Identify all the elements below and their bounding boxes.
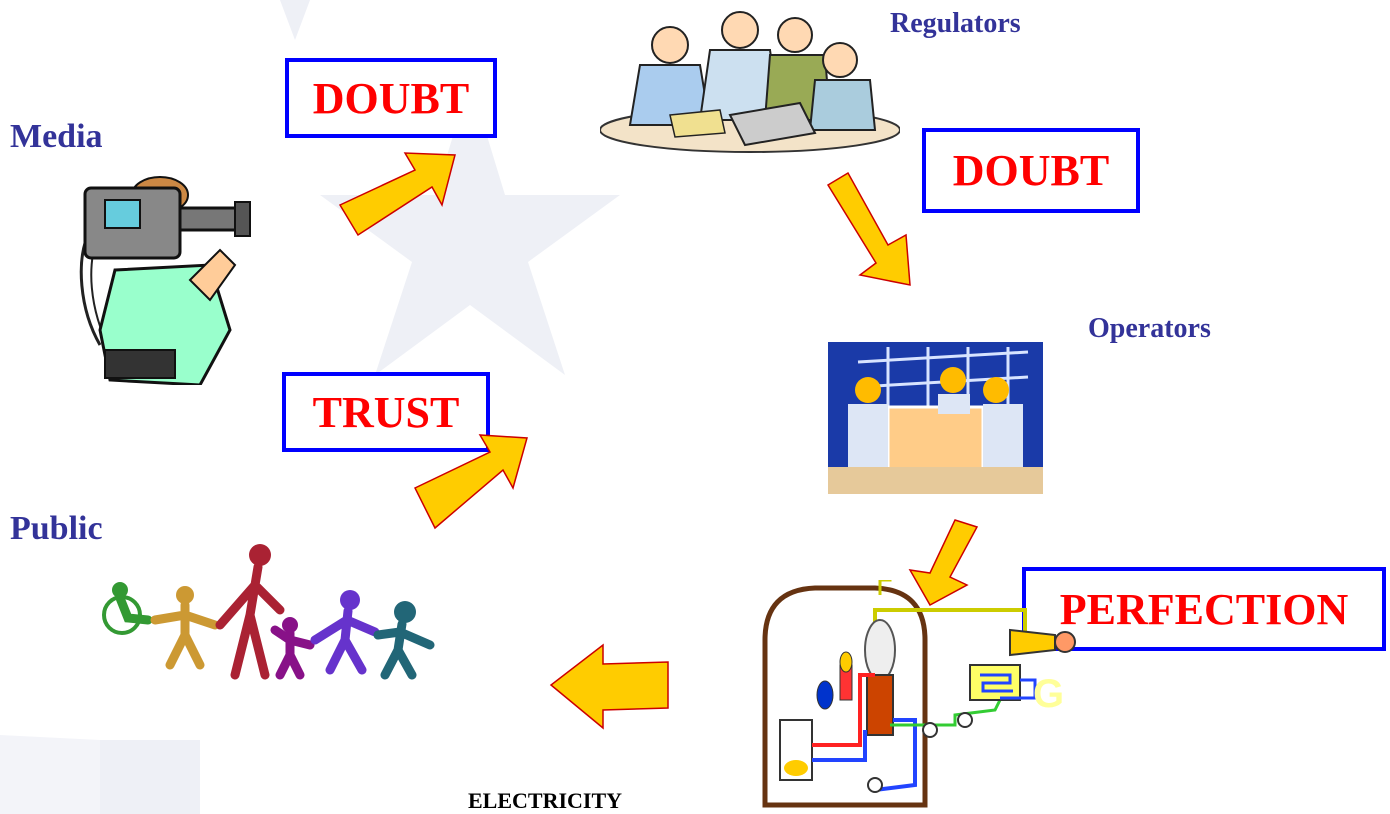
- doubt-box-left: DOUBT: [285, 58, 497, 138]
- operators-illustration: [828, 342, 1043, 494]
- electricity-label: ELECTRICITY: [468, 788, 623, 813]
- regulators-label: Regulators: [890, 8, 1021, 39]
- operators-label: Operators: [1088, 313, 1211, 344]
- arrow-plant-to-public: [549, 643, 669, 730]
- arrow-media-to-regulators: [338, 152, 456, 237]
- generator-letter: G: [1033, 672, 1064, 716]
- arrow-public-to-media: [413, 434, 528, 530]
- doubt-box-right: DOUBT: [922, 128, 1140, 213]
- regulators-illustration: [600, 11, 900, 153]
- perfection-box: PERFECTION: [1022, 567, 1386, 651]
- cameraman-illustration: [79, 176, 251, 385]
- arrow-operators-to-plant: [908, 519, 979, 607]
- trust-box: TRUST: [282, 372, 490, 452]
- nuclear-plant-schematic: G: [762, 580, 1076, 808]
- arrow-regulators-to-operators: [826, 171, 911, 286]
- public-family-illustration: [102, 544, 435, 680]
- public-label: Public: [10, 510, 103, 547]
- media-label: Media: [10, 118, 103, 155]
